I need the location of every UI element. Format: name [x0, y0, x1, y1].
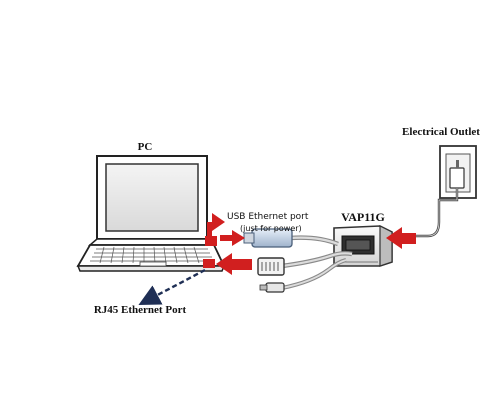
ethernet-cable [281, 251, 353, 269]
label-vap11g: VAP11G [341, 210, 385, 224]
router-device-icon [333, 225, 393, 267]
dc-barrel-plug [259, 282, 285, 293]
label-rj45-ethernet-port: RJ45 Ethernet Port [94, 304, 187, 316]
rj45-plug [257, 257, 285, 276]
arrow-ethernet-to-laptop [216, 253, 252, 275]
dc-power-cable [281, 258, 347, 290]
laptop-port-highlight [203, 259, 215, 268]
usb-cable [289, 235, 339, 247]
label-just-for-power: (just for power) [240, 224, 302, 233]
arrow-rj45-port [138, 268, 206, 306]
label-usb-ethernet-port: USB Ethernet port [227, 212, 309, 222]
arrow-power-in [386, 227, 416, 249]
arrow-usb-power [205, 213, 225, 246]
power-cable [398, 188, 459, 238]
label-electrical-outlet: Electrical Outlet [402, 126, 480, 138]
laptop-icon [76, 155, 226, 272]
label-pc: PC [138, 141, 153, 153]
arrow-into-usb-plug [220, 230, 245, 246]
